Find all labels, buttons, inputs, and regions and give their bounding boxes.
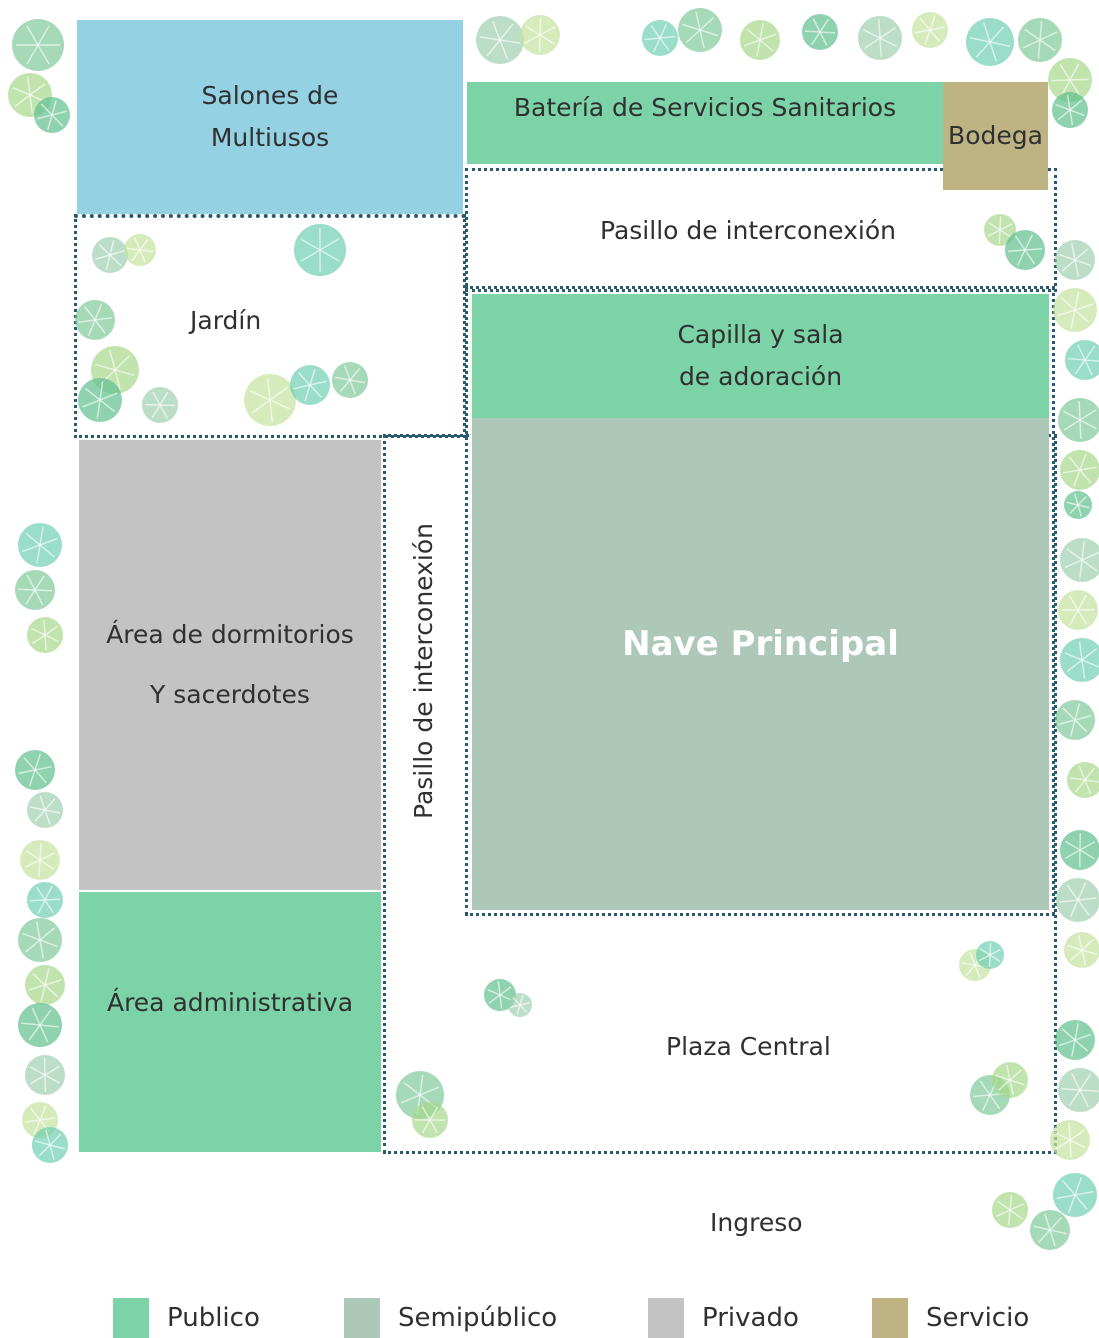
tree-icon bbox=[27, 882, 63, 918]
tree-icon bbox=[25, 965, 65, 1005]
tree-icon bbox=[912, 12, 948, 48]
tree-icon bbox=[34, 97, 70, 133]
tree-icon bbox=[1056, 878, 1099, 922]
tree-icon bbox=[294, 224, 346, 276]
tree-icon bbox=[984, 214, 1016, 246]
jardin-outline bbox=[74, 214, 466, 438]
tree-icon bbox=[290, 365, 330, 405]
legend-item-privado: Privado bbox=[648, 1298, 799, 1338]
bodega-zone: Bodega bbox=[943, 82, 1048, 190]
tree-icon bbox=[1050, 1120, 1090, 1160]
tree-icon bbox=[642, 20, 678, 56]
tree-icon bbox=[484, 979, 516, 1011]
tree-icon bbox=[75, 300, 115, 340]
tree-icon bbox=[1055, 1020, 1095, 1060]
jardin-label: Jardín bbox=[190, 306, 262, 335]
legend-label-servicio: Servicio bbox=[926, 1303, 1030, 1333]
tree-icon bbox=[802, 14, 838, 50]
tree-icon bbox=[1060, 830, 1099, 870]
legend-label-publico: Publico bbox=[167, 1303, 260, 1333]
pasillo-top-outline bbox=[465, 168, 1057, 292]
tree-icon bbox=[12, 19, 64, 71]
legend-swatch-semipublico bbox=[344, 1298, 380, 1338]
administrativa-label: Área administrativa bbox=[106, 988, 354, 1017]
pasillo-vertical-label: Pasillo de interconexión bbox=[409, 523, 438, 819]
tree-icon bbox=[1005, 230, 1045, 270]
administrativa-zone: Área administrativa bbox=[79, 892, 381, 1152]
dormitorios-label-line1: Área de dormitorios bbox=[106, 620, 354, 649]
tree-icon bbox=[1052, 92, 1088, 128]
legend-label-semipublico: Semipúblico bbox=[398, 1303, 558, 1333]
tree-icon bbox=[1018, 18, 1062, 62]
tree-icon bbox=[1048, 58, 1092, 102]
tree-icon bbox=[1060, 450, 1099, 490]
tree-icon bbox=[124, 234, 156, 266]
legend-swatch-servicio bbox=[872, 1298, 908, 1338]
ingreso-label: Ingreso bbox=[710, 1208, 803, 1237]
tree-icon bbox=[1053, 1173, 1097, 1217]
capilla-zone: Capilla y sala de adoración bbox=[472, 294, 1049, 418]
tree-icon bbox=[412, 1102, 448, 1138]
nave-principal-label: Nave Principal bbox=[622, 624, 899, 664]
bodega-label: Bodega bbox=[948, 121, 1043, 150]
tree-icon bbox=[244, 374, 296, 426]
legend-swatch-privado bbox=[648, 1298, 684, 1338]
dormitorios-label-line2: Y sacerdotes bbox=[150, 680, 310, 709]
tree-icon bbox=[992, 1062, 1028, 1098]
capilla-label: Capilla y sala de adoración bbox=[677, 320, 844, 391]
tree-icon bbox=[18, 1003, 62, 1047]
tree-icon bbox=[976, 941, 1004, 969]
tree-icon bbox=[1064, 932, 1099, 968]
plaza-central-label: Plaza Central bbox=[666, 1032, 831, 1061]
tree-icon bbox=[1055, 240, 1095, 280]
tree-icon bbox=[1058, 1068, 1099, 1112]
legend-item-semipublico: Semipúblico bbox=[344, 1298, 557, 1338]
tree-icon bbox=[18, 918, 62, 962]
nave-principal-zone: Nave Principal bbox=[472, 418, 1049, 910]
tree-icon bbox=[508, 993, 532, 1017]
tree-icon bbox=[18, 523, 62, 567]
tree-icon bbox=[25, 1055, 65, 1095]
tree-icon bbox=[15, 570, 55, 610]
salones-multiusos-zone: Salones de Multiusos bbox=[77, 20, 463, 214]
tree-icon bbox=[332, 362, 368, 398]
tree-icon bbox=[15, 750, 55, 790]
salones-multiusos-label: Salones de Multiusos bbox=[201, 81, 339, 152]
tree-icon bbox=[142, 387, 178, 423]
tree-icon bbox=[678, 8, 722, 52]
tree-icon bbox=[1058, 398, 1099, 442]
tree-icon bbox=[740, 20, 780, 60]
legend-swatch-publico bbox=[113, 1298, 149, 1338]
tree-icon bbox=[27, 792, 63, 828]
tree-icon bbox=[32, 1127, 68, 1163]
nave-outline bbox=[465, 286, 1055, 916]
legend-label-privado: Privado bbox=[702, 1303, 799, 1333]
bateria-sanitarios-zone: Batería de Servicios Sanitarios bbox=[467, 82, 943, 164]
tree-icon bbox=[1030, 1210, 1070, 1250]
bateria-sanitarios-label: Batería de Servicios Sanitarios bbox=[513, 93, 897, 122]
tree-icon bbox=[1058, 590, 1098, 630]
tree-icon bbox=[1067, 762, 1099, 798]
tree-icon bbox=[520, 15, 560, 55]
tree-icon bbox=[1053, 288, 1097, 332]
tree-icon bbox=[1060, 638, 1099, 682]
tree-icon bbox=[1065, 340, 1099, 380]
tree-icon bbox=[858, 16, 902, 60]
tree-icon bbox=[78, 378, 122, 422]
tree-icon bbox=[20, 840, 60, 880]
pasillo-top-label: Pasillo de interconexión bbox=[600, 216, 896, 245]
legend-item-publico: Publico bbox=[113, 1298, 260, 1338]
tree-icon bbox=[1060, 538, 1099, 582]
tree-icon bbox=[1055, 700, 1095, 740]
tree-icon bbox=[1064, 491, 1092, 519]
tree-icon bbox=[992, 1192, 1028, 1228]
tree-icon bbox=[92, 237, 128, 273]
tree-icon bbox=[476, 16, 524, 64]
tree-icon bbox=[966, 18, 1014, 66]
tree-icon bbox=[27, 617, 63, 653]
legend-item-servicio: Servicio bbox=[872, 1298, 1029, 1338]
dormitorios-zone: Área de dormitorios Y sacerdotes bbox=[79, 440, 381, 890]
